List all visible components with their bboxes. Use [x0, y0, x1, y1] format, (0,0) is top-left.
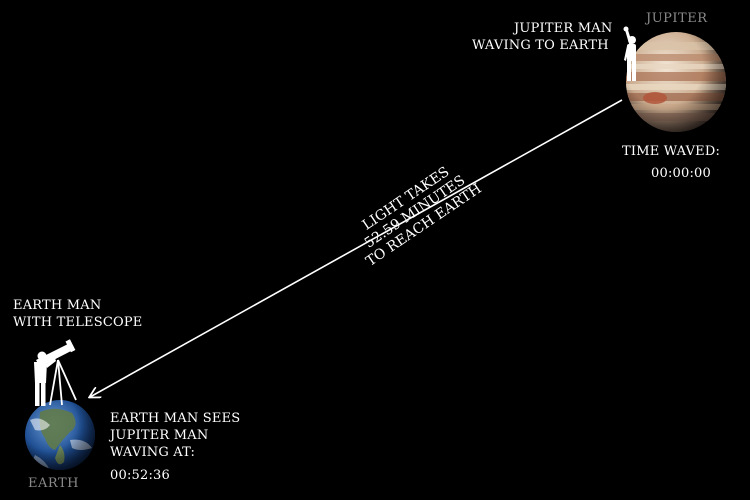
jupiter-time-value: 00:00:00	[651, 166, 711, 181]
earth-time-value: 00:52:36	[110, 468, 170, 483]
earth-planet	[25, 400, 95, 470]
earth-sees-line1: EARTH MAN SEES	[110, 411, 241, 426]
earth-man-label-line2: WITH TELESCOPE	[13, 315, 143, 330]
earth-man-label: EARTH MAN WITH TELESCOPE	[13, 297, 142, 331]
earth-man-telescope-silhouette	[34, 339, 77, 406]
jupiter-man-label: JUPITER MAN WAVING TO EARTH	[472, 20, 612, 54]
jupiter-planet	[626, 32, 726, 132]
earth-sees-line3: WAVING AT:	[110, 445, 196, 460]
earth-sees-label: EARTH MAN SEES JUPITER MAN WAVING AT:	[110, 410, 240, 461]
jupiter-name: JUPITER	[646, 11, 708, 26]
earth-man-label-line1: EARTH MAN	[13, 298, 102, 313]
jupiter-man-silhouette	[623, 26, 636, 81]
jupiter-time-label: TIME WAVED:	[622, 144, 721, 159]
earth-sees-line2: JUPITER MAN	[110, 428, 209, 443]
jupiter-man-label-line1: JUPITER MAN	[514, 21, 613, 36]
jupiter-man-label-line2: WAVING TO EARTH	[472, 38, 609, 53]
light-path-arrow	[90, 99, 623, 397]
earth-name: EARTH	[28, 476, 79, 491]
